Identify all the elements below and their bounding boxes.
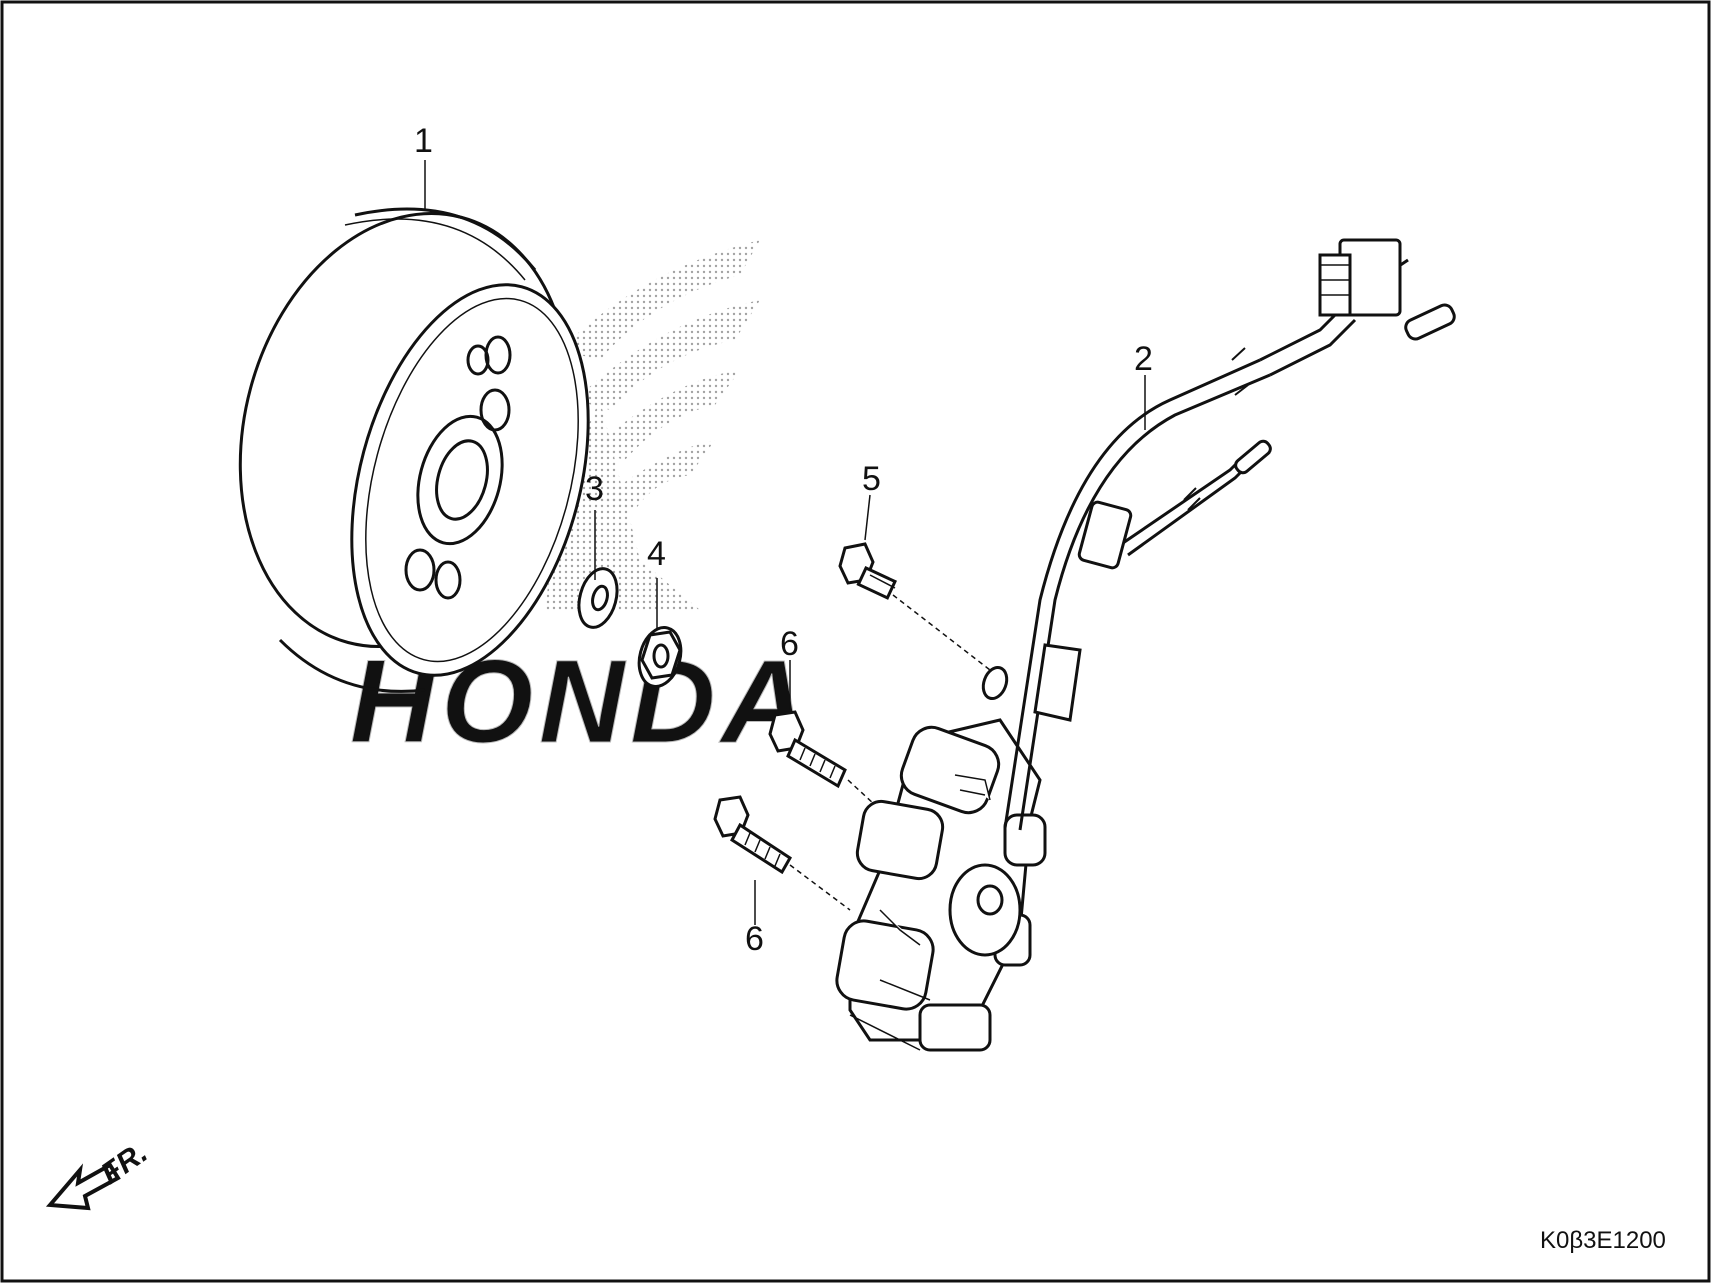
callout-3: 3 bbox=[585, 470, 604, 508]
callout-5: 5 bbox=[862, 460, 881, 498]
figure-code: K0β3E1200 bbox=[1540, 1227, 1666, 1254]
front-direction-arrow: FR. bbox=[45, 1136, 154, 1211]
washer bbox=[577, 567, 619, 629]
callout-2: 2 bbox=[1134, 340, 1153, 378]
leader-lines bbox=[789, 594, 991, 911]
bolt-6-lower bbox=[713, 795, 793, 875]
bolt-5 bbox=[838, 542, 1009, 700]
bolt-6-upper bbox=[768, 710, 847, 789]
callout-leaders bbox=[424, 160, 1146, 925]
callout-4: 4 bbox=[647, 535, 666, 573]
stator-assembly bbox=[835, 718, 1047, 1052]
callout-6-upper: 6 bbox=[780, 625, 799, 663]
harness-connector bbox=[1234, 238, 1456, 475]
flange-nut bbox=[637, 626, 683, 688]
wire-harness bbox=[1003, 258, 1409, 831]
callout-6-lower: 6 bbox=[745, 920, 764, 958]
flywheel-rotor bbox=[238, 207, 590, 693]
callout-1: 1 bbox=[414, 122, 433, 160]
